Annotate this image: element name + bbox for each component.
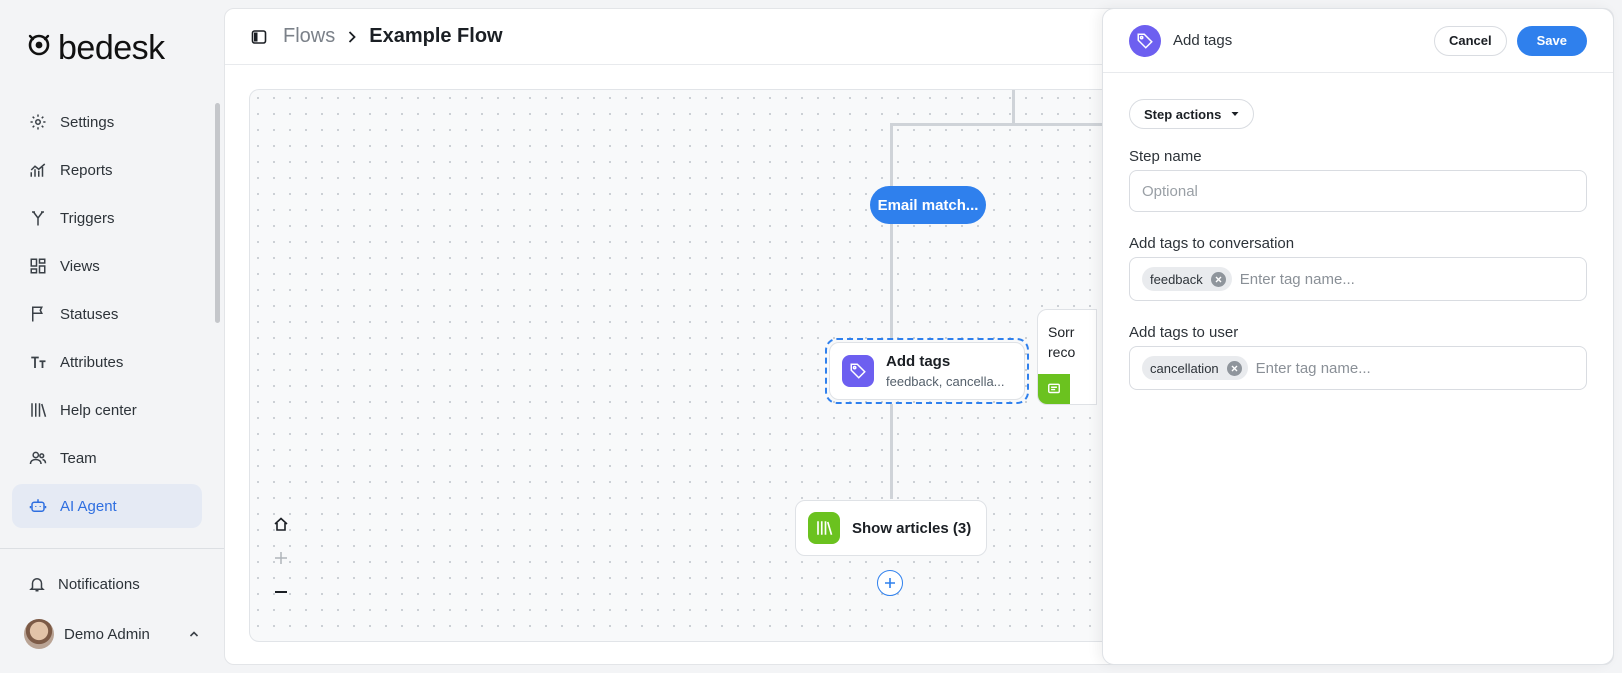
plus-icon bbox=[885, 578, 895, 588]
sidebar-item-label: Attributes bbox=[60, 353, 124, 371]
connector-line bbox=[1012, 90, 1015, 124]
sidebar-item-team[interactable]: Team bbox=[12, 436, 202, 480]
sidebar-item-label: Reports bbox=[60, 161, 113, 179]
text-icon bbox=[28, 352, 48, 372]
chevron-right-icon bbox=[347, 30, 357, 44]
condition-node-email-match[interactable]: Email match... bbox=[870, 186, 986, 224]
user-name: Demo Admin bbox=[64, 625, 150, 643]
notifications-link[interactable]: Notifications bbox=[28, 575, 140, 593]
node-title: Show articles (3) bbox=[852, 519, 972, 537]
zoom-out-button[interactable] bbox=[270, 581, 292, 603]
connector-line bbox=[890, 224, 893, 340]
sidebar-nav: Settings Reports Triggers Views Statuses… bbox=[12, 100, 202, 532]
sidebar-item-settings[interactable]: Settings bbox=[12, 100, 202, 144]
conversation-tag-input[interactable] bbox=[1239, 270, 1460, 288]
sidebar-item-label: AI Agent bbox=[60, 497, 117, 515]
node-subtitle: feedback, cancella... bbox=[886, 374, 1005, 389]
breadcrumb-flows[interactable]: Flows bbox=[283, 25, 336, 47]
sidebar-item-label: Help center bbox=[60, 401, 137, 419]
bot-icon bbox=[28, 496, 48, 516]
conversation-tags-field[interactable]: feedback bbox=[1129, 257, 1587, 301]
show-articles-node[interactable]: Show articles (3) bbox=[795, 500, 987, 556]
zoom-in-button[interactable] bbox=[270, 547, 292, 569]
connector-line bbox=[890, 123, 893, 187]
panel-title: Add tags bbox=[1173, 32, 1233, 49]
logo-text: bedesk bbox=[58, 28, 165, 67]
sidebar-item-label: Team bbox=[60, 449, 97, 467]
sidebar-item-triggers[interactable]: Triggers bbox=[12, 196, 202, 240]
sidebar: bedesk Settings Reports Triggers Views S… bbox=[0, 0, 224, 673]
message-icon bbox=[1038, 374, 1070, 404]
library-icon bbox=[28, 400, 48, 420]
step-actions-label: Step actions bbox=[1144, 106, 1222, 122]
step-editor-panel: Add tags Cancel Save Step actions Step n… bbox=[1102, 8, 1614, 665]
home-icon bbox=[274, 517, 288, 531]
panel-header: Add tags Cancel Save bbox=[1103, 9, 1613, 73]
sidebar-scrollbar[interactable] bbox=[215, 103, 220, 323]
add-tags-node[interactable]: Add tags feedback, cancella... bbox=[829, 342, 1025, 400]
cancel-button[interactable]: Cancel bbox=[1433, 25, 1507, 56]
logo[interactable]: bedesk bbox=[26, 30, 165, 65]
caret-down-icon bbox=[1231, 112, 1239, 116]
chart-icon bbox=[28, 160, 48, 180]
node-title: Sorr reco bbox=[1038, 310, 1096, 362]
remove-tag-icon[interactable] bbox=[1210, 271, 1226, 287]
sidebar-item-reports[interactable]: Reports bbox=[12, 148, 202, 192]
sidebar-item-statuses[interactable]: Statuses bbox=[12, 292, 202, 336]
sidebar-item-label: Settings bbox=[60, 113, 115, 131]
gear-icon bbox=[28, 112, 48, 132]
page-title: Example Flow bbox=[369, 25, 503, 47]
grid-icon bbox=[28, 256, 48, 276]
node-title: Add tags bbox=[886, 353, 951, 370]
chevron-up-icon bbox=[188, 628, 200, 640]
conversation-tags-label: Add tags to conversation bbox=[1129, 235, 1295, 252]
sidebar-divider bbox=[0, 548, 224, 549]
step-name-input[interactable] bbox=[1129, 170, 1587, 212]
bell-icon bbox=[28, 575, 46, 593]
avatar bbox=[24, 619, 54, 649]
tag-icon bbox=[842, 355, 874, 387]
step-actions-dropdown[interactable]: Step actions bbox=[1129, 99, 1255, 129]
sidebar-item-views[interactable]: Views bbox=[12, 244, 202, 288]
fit-view-button[interactable] bbox=[270, 513, 292, 535]
node-text-line: reco bbox=[1048, 344, 1076, 360]
remove-tag-icon[interactable] bbox=[1226, 360, 1242, 376]
sidebar-item-label: Views bbox=[60, 257, 100, 275]
sidebar-item-help-center[interactable]: Help center bbox=[12, 388, 202, 432]
save-button[interactable]: Save bbox=[1516, 25, 1587, 56]
selected-node-outline bbox=[825, 338, 1029, 404]
library-icon bbox=[808, 512, 840, 544]
message-node[interactable]: Sorr reco bbox=[1037, 309, 1097, 405]
user-tags-label: Add tags to user bbox=[1129, 324, 1239, 341]
connector-line bbox=[890, 404, 893, 499]
user-menu[interactable]: Demo Admin bbox=[24, 619, 200, 649]
user-tags-field[interactable]: cancellation bbox=[1129, 346, 1587, 390]
notifications-label: Notifications bbox=[58, 575, 140, 593]
tag-icon bbox=[1129, 24, 1161, 57]
breadcrumb: Flows Example Flow bbox=[225, 9, 1613, 65]
tag-chip: cancellation bbox=[1142, 356, 1248, 380]
sidebar-item-label: Statuses bbox=[60, 305, 119, 323]
plus-icon bbox=[275, 552, 287, 564]
tag-chip-label: cancellation bbox=[1150, 360, 1219, 376]
add-step-button[interactable] bbox=[877, 570, 903, 596]
people-icon bbox=[28, 448, 48, 468]
tag-chip: feedback bbox=[1142, 267, 1232, 291]
sidebar-item-attributes[interactable]: Attributes bbox=[12, 340, 202, 384]
flag-icon bbox=[28, 304, 48, 324]
sidebar-item-label: Triggers bbox=[60, 209, 115, 227]
fork-icon bbox=[28, 208, 48, 228]
tag-chip-label: feedback bbox=[1150, 271, 1203, 287]
step-name-label: Step name bbox=[1129, 148, 1202, 165]
sidebar-toggle-icon[interactable] bbox=[251, 29, 267, 45]
user-tag-input[interactable] bbox=[1255, 359, 1476, 377]
node-text-line: Sorr bbox=[1048, 324, 1075, 340]
sidebar-item-ai-agent[interactable]: AI Agent bbox=[12, 484, 202, 528]
minus-icon bbox=[275, 591, 287, 593]
logo-icon bbox=[26, 30, 52, 65]
